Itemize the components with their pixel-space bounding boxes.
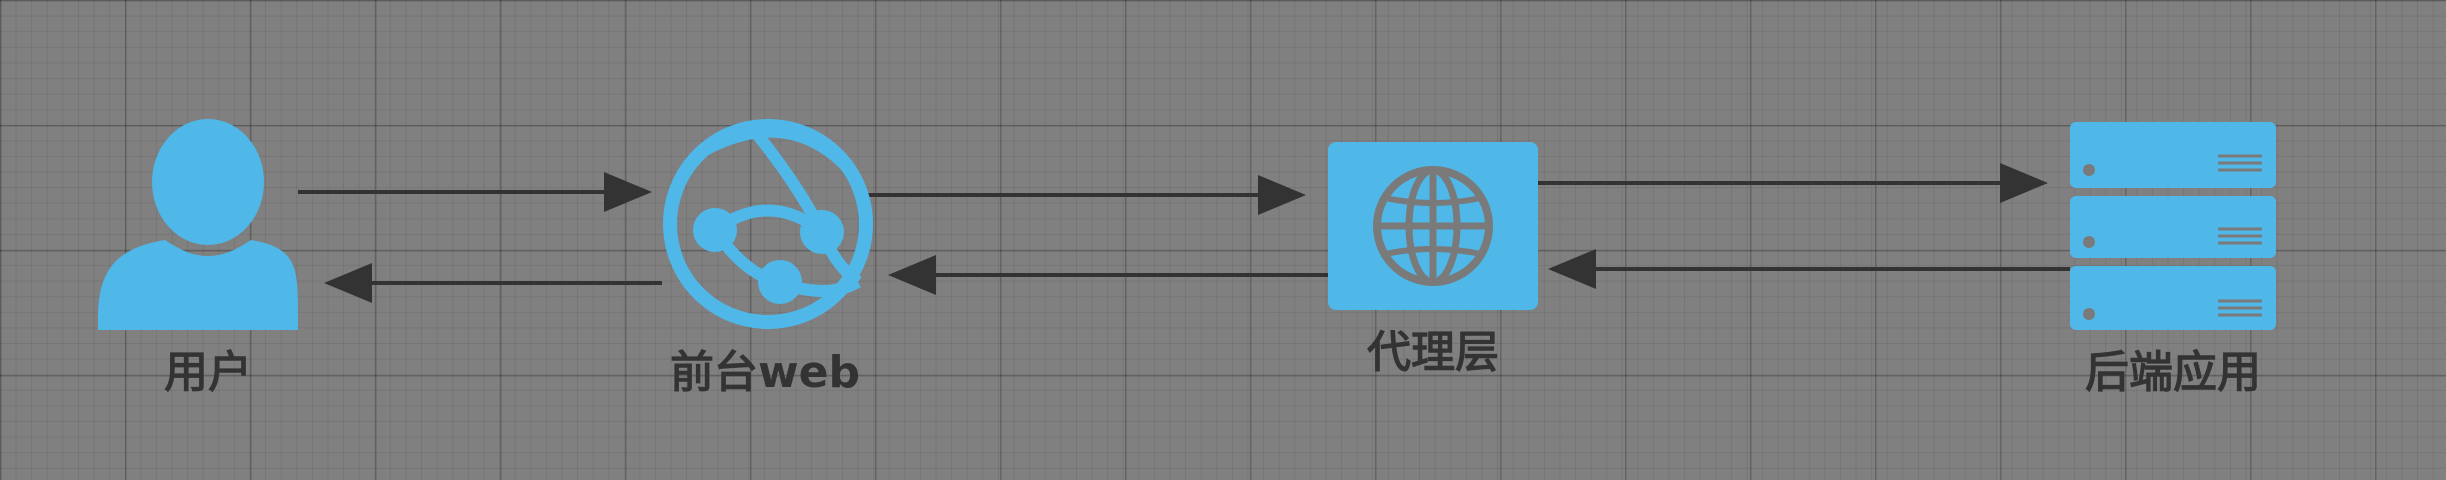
backend-label: 后端应用 [2085, 347, 2261, 398]
proxy-label: 代理层 [1367, 327, 1499, 378]
web-app-icon [663, 119, 873, 329]
user-icon [98, 119, 298, 330]
globe-icon [1328, 142, 1538, 310]
frontend-label: 前台web [670, 347, 860, 398]
server-stack-icon [2070, 122, 2276, 330]
user-label: 用户 [164, 347, 252, 398]
